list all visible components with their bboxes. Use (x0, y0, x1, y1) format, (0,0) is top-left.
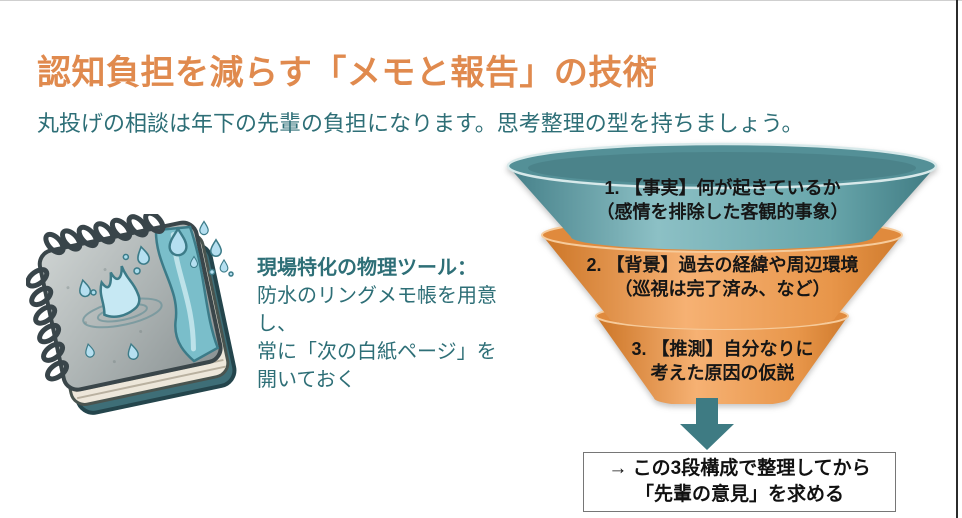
tool-note-line: 開いておく (257, 369, 356, 391)
conclusion-box: → この3段構成で整理してから 「先輩の意見」を求める (583, 452, 896, 512)
slide-top-edge (0, 0, 962, 1)
tool-note-heading: 現場特化の物理ツール： (257, 257, 477, 279)
notebook-illustration (25, 210, 250, 418)
conclusion-line-2: 「先輩の意見」を求める (634, 484, 844, 505)
down-arrow-icon (680, 398, 734, 450)
page-title: 認知負担を減らす「メモと報告」の技術 (37, 53, 658, 92)
tool-note-line: 防水のリングメモ帳を用意し、 (257, 285, 497, 335)
funnel-tier-2-line-1: 2. 【背景】過去の経緯や周辺環境 (586, 255, 859, 275)
funnel-tier-2-label: 2. 【背景】過去の経緯や周辺環境 （巡視は完了済み、など） (505, 253, 940, 301)
conclusion-line-1: → この3段構成で整理してから (608, 458, 871, 479)
waterproof-memo-pad-icon (25, 210, 237, 415)
funnel-tier-3-label: 3. 【推測】自分なりに 考えた原因の仮説 (505, 337, 940, 385)
funnel-tier-3-line-1: 3. 【推測】自分なりに (631, 339, 814, 359)
page-subtitle: 丸投げの相談は年下の先輩の負担になります。思考整理の型を持ちましょう。 (37, 111, 804, 136)
tool-note: 現場特化の物理ツール： 防水のリングメモ帳を用意し、 常に「次の白紙ページ」を … (257, 254, 507, 394)
funnel-diagram: 1. 【事実】何が起きているか （感情を排除した客観的事象） 2. 【背景】過去… (505, 142, 940, 404)
funnel-tier-1-line-1: 1. 【事実】何が起きているか (604, 178, 841, 198)
funnel-tier-1-label: 1. 【事実】何が起きているか （感情を排除した客観的事象） (505, 176, 940, 224)
funnel-shape (506, 142, 938, 404)
slide-right-edge (956, 0, 958, 518)
tool-note-line: 常に「次の白紙ページ」を (257, 341, 497, 363)
funnel-tier-1-line-2: （感情を排除した客観的事象） (596, 202, 849, 222)
funnel-tier-3-line-2: 考えた原因の仮説 (650, 363, 795, 383)
funnel-tier-2-line-2: （巡視は完了済み、など） (614, 279, 831, 299)
